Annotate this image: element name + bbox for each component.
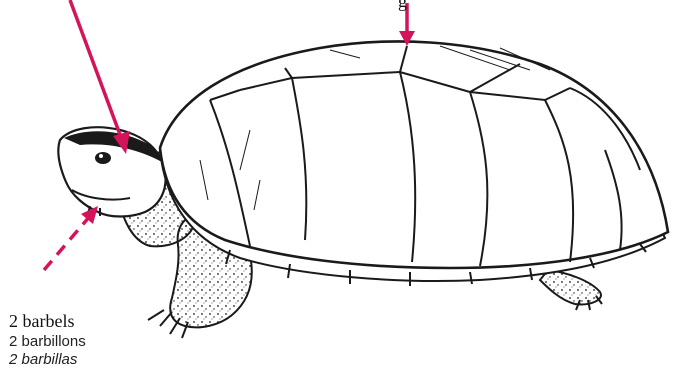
barbels-label-fr: 2 barbillons xyxy=(9,334,86,349)
barbels-label-block: 2 barbels 2 barbillons 2 barbillas xyxy=(9,312,86,367)
barbels-label-es: 2 barbillas xyxy=(9,352,86,367)
carapace xyxy=(160,41,668,268)
barbels-label-en: 2 barbels xyxy=(9,312,86,330)
turtle-head xyxy=(58,127,165,216)
top-partial-label: g xyxy=(398,0,407,12)
rear-leg xyxy=(540,270,602,310)
barbel-dashed-arrow xyxy=(44,206,98,270)
